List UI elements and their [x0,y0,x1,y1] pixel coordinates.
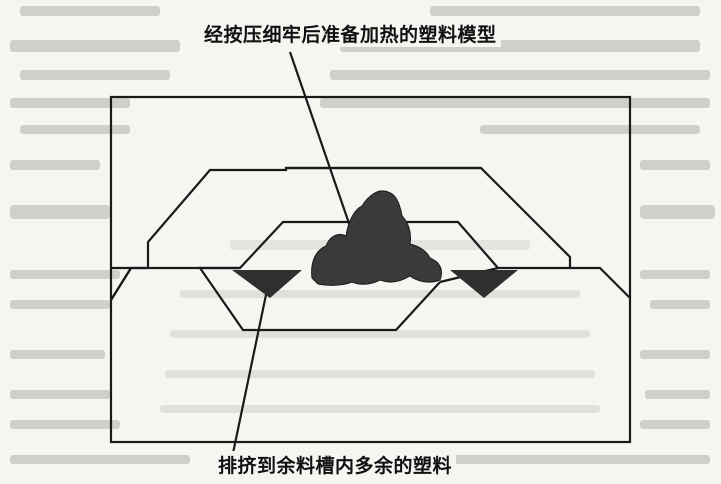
lower-mold-left-slope [110,267,132,301]
outer-frame [109,95,632,444]
label-excess-plastic: 排挤到余料槽内多余的塑料 [214,451,457,478]
label-heated-model: 经按压细牢后准备加热的塑料模型 [200,20,501,47]
lower-mold [110,220,631,301]
plastic-model [311,190,443,286]
lower-mold-base [197,266,441,332]
leader-line-bottom [230,289,269,459]
excess-plastic-right [450,270,518,298]
leader-line-top [288,51,355,236]
excess-plastic-left [232,270,302,298]
